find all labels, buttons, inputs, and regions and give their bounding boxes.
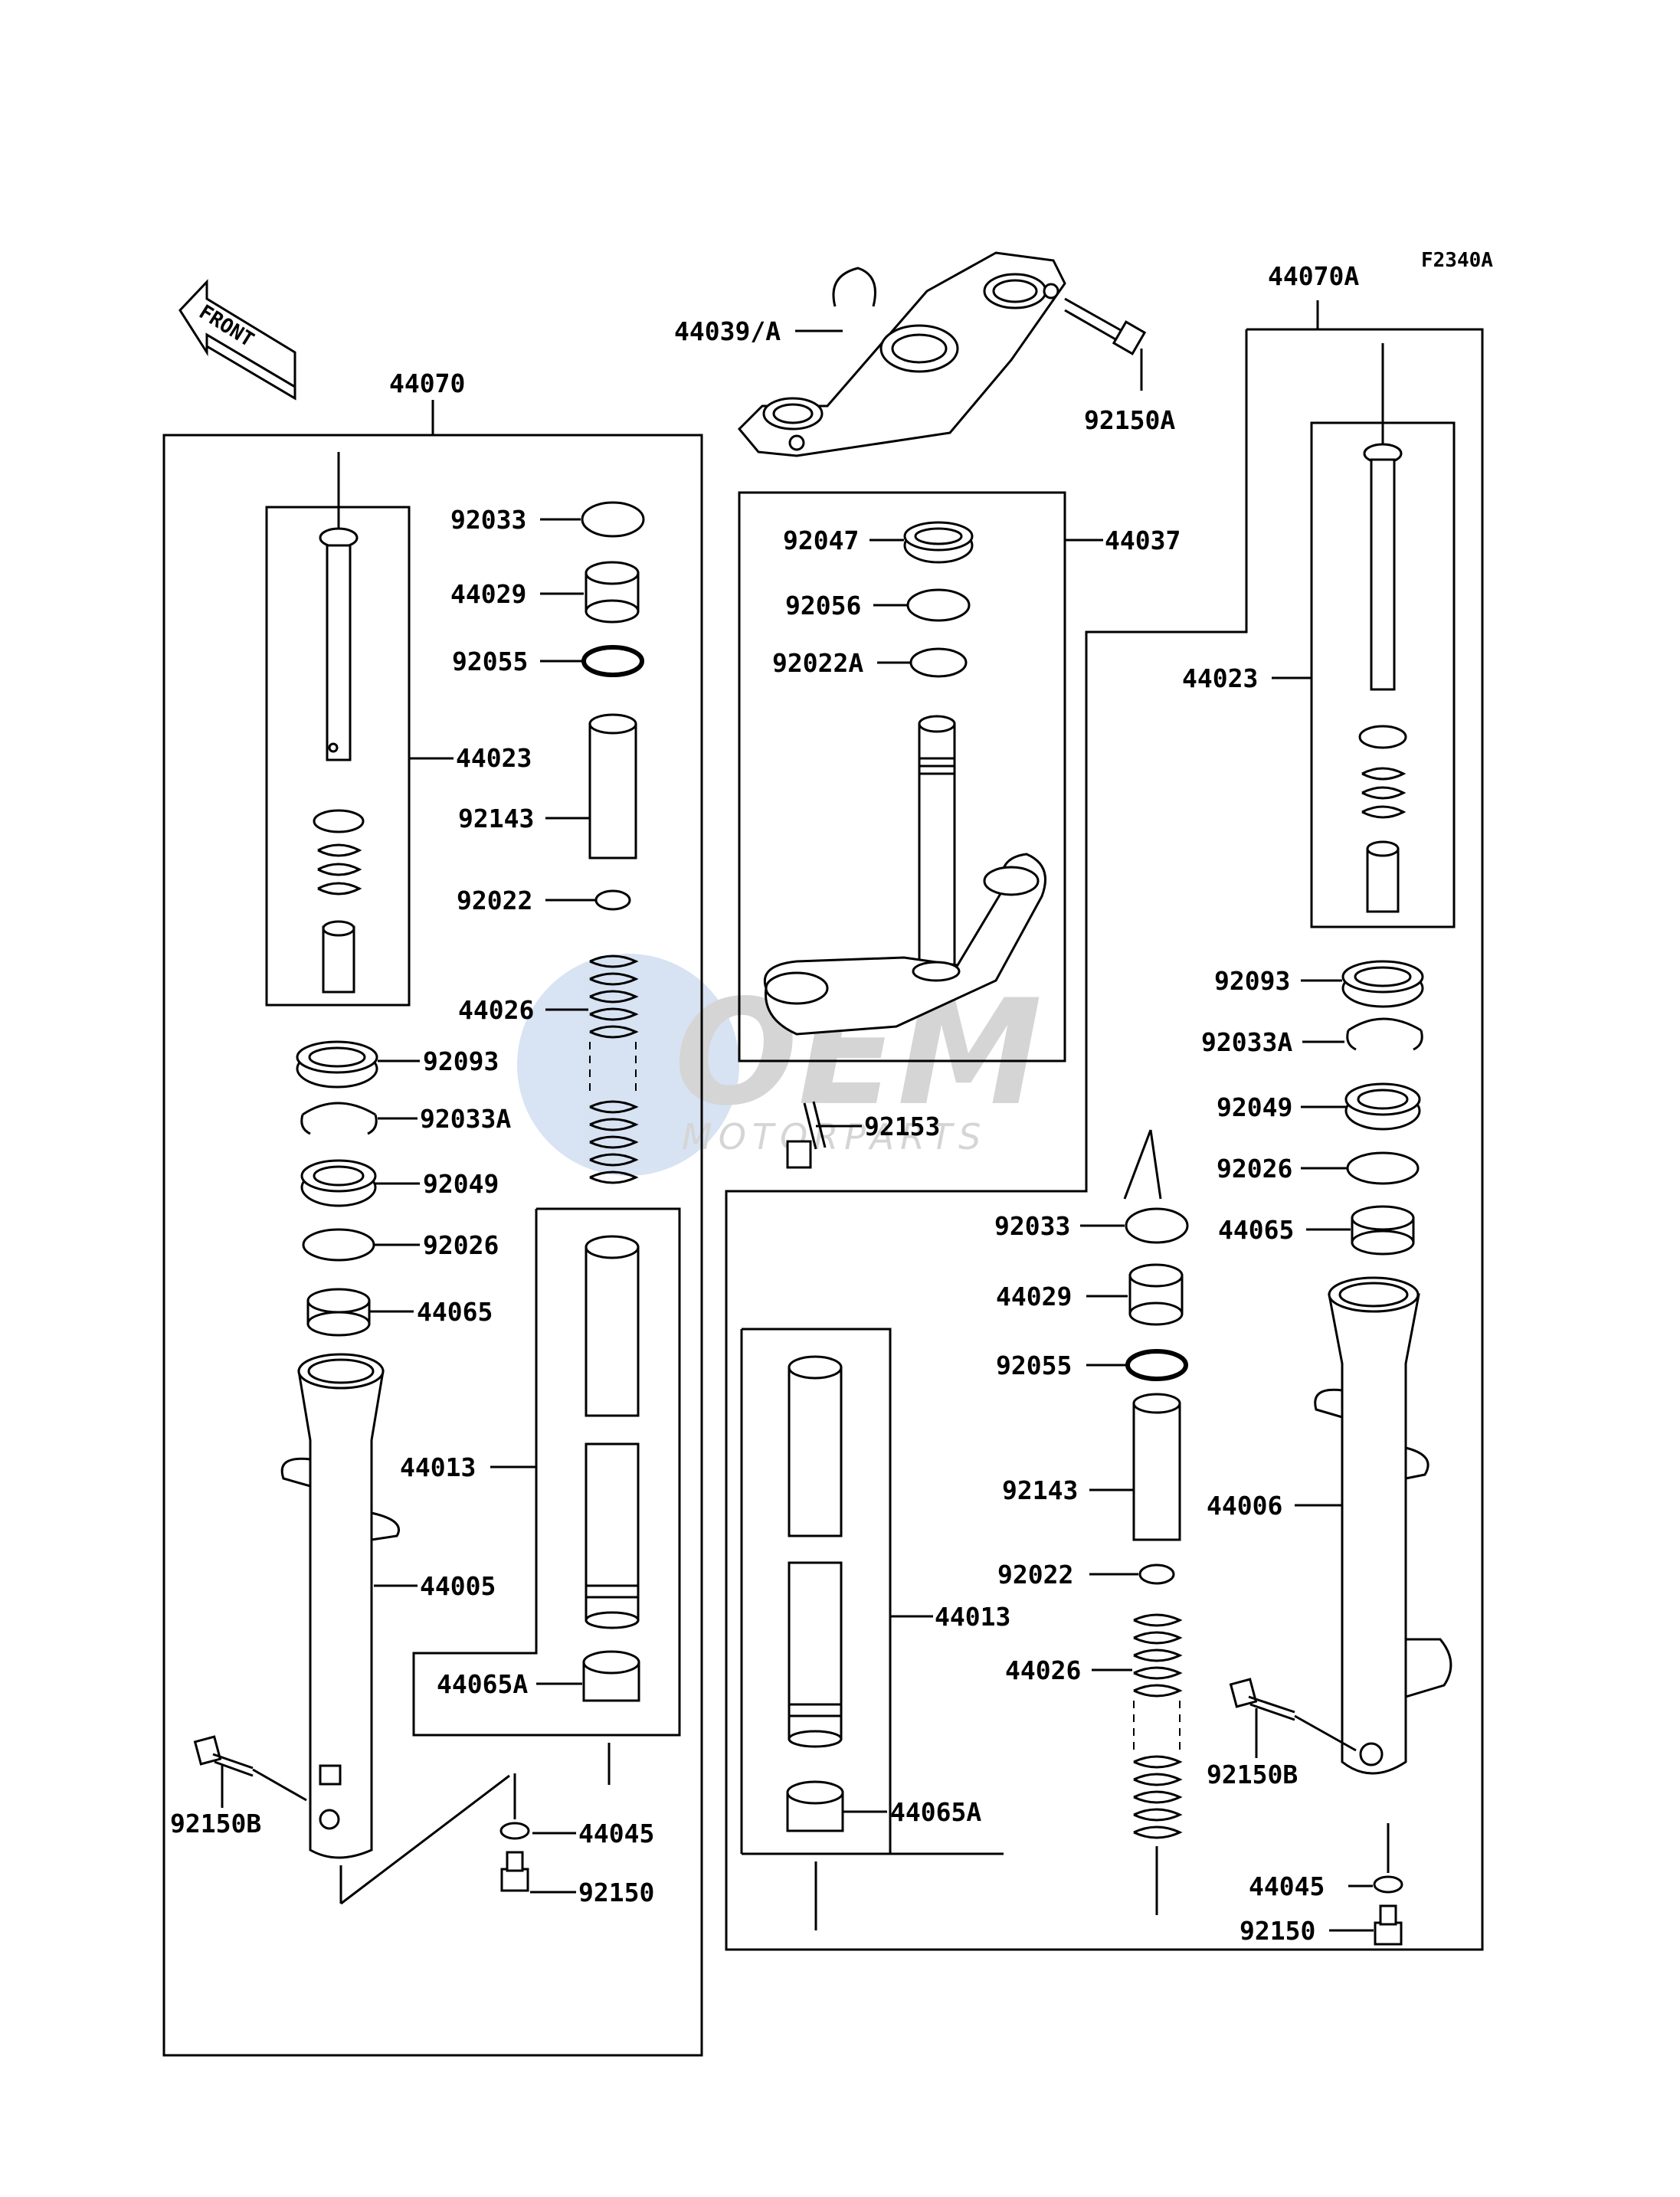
washer-44045-right — [1373, 1875, 1403, 1894]
label-44013-left: 44013 — [400, 1452, 476, 1482]
washer-92022-right — [1138, 1563, 1175, 1585]
label-92047: 92047 — [783, 526, 859, 555]
label-44023-left: 44023 — [456, 743, 532, 773]
label-92150-right: 92150 — [1240, 1916, 1315, 1946]
label-92026-right: 92026 — [1217, 1154, 1292, 1184]
label-92033-right: 92033 — [994, 1211, 1070, 1241]
outer-tube-44005 — [280, 1353, 400, 1859]
guide-bush-44065 — [306, 1288, 371, 1337]
oil-seal-92049-right — [1344, 1082, 1421, 1131]
label-44065-right: 44065 — [1218, 1215, 1294, 1245]
label-92150b-right: 92150B — [1207, 1760, 1298, 1789]
label-92022-right: 92022 — [997, 1560, 1073, 1590]
bearing-92047 — [903, 521, 974, 564]
label-44029-right: 44029 — [996, 1282, 1072, 1311]
washer-92022 — [594, 889, 631, 911]
spring-seat-44029 — [585, 561, 640, 624]
label-44065-left: 44065 — [417, 1297, 493, 1327]
label-92026-left: 92026 — [423, 1230, 499, 1260]
drain-bolt-92150 — [500, 1851, 529, 1892]
label-92056: 92056 — [785, 591, 861, 620]
left-assembly-number: 44070 — [389, 368, 465, 398]
label-92022a: 92022A — [772, 648, 863, 678]
label-44039-a: 44039/A — [674, 316, 781, 346]
top-bracket-44039 — [737, 251, 1066, 457]
oring-92055 — [581, 645, 644, 677]
inner-tube-44013-right — [788, 1355, 843, 1748]
spring-seat-44029-right — [1128, 1263, 1184, 1326]
washer-92026-right — [1346, 1151, 1420, 1185]
bolt-92150b — [193, 1735, 254, 1777]
oil-seal-92049 — [300, 1159, 377, 1207]
label-92049-right: 92049 — [1217, 1092, 1292, 1122]
circlip-92033-right — [1125, 1207, 1189, 1244]
steering-stem-box — [738, 491, 1066, 1062]
washer-44045 — [499, 1822, 530, 1840]
label-44065a-right: 44065A — [890, 1797, 981, 1827]
label-44013-right: 44013 — [935, 1602, 1010, 1632]
label-92153: 92153 — [864, 1112, 940, 1141]
seal-92056 — [906, 588, 971, 622]
washer-92022a — [909, 647, 968, 678]
circlip-92033 — [581, 501, 645, 538]
spacer-92143 — [588, 713, 637, 859]
label-44005: 44005 — [420, 1571, 496, 1601]
label-92150b-left: 92150B — [170, 1809, 261, 1838]
label-92150-left: 92150 — [578, 1878, 654, 1907]
outer-tube-44006 — [1314, 1276, 1452, 1775]
bolt-92150b-right — [1229, 1678, 1295, 1721]
damper-rod — [313, 527, 365, 994]
label-92033-left: 92033 — [450, 505, 526, 535]
label-92049-left: 92049 — [423, 1169, 499, 1199]
right-damper-rod — [1358, 443, 1407, 913]
right-assembly-frame — [725, 328, 1484, 1951]
label-44026-right: 44026 — [1005, 1655, 1081, 1685]
label-92033a-left: 92033A — [420, 1104, 511, 1134]
right-assembly-number: 44070A — [1268, 261, 1359, 291]
label-92150a: 92150A — [1084, 405, 1175, 435]
label-92143-left: 92143 — [458, 804, 534, 833]
inner-tube-44013 — [585, 1235, 640, 1629]
fork-spring-44026-right — [1133, 1613, 1183, 1839]
steering-stem-shaft — [764, 715, 1046, 1036]
fork-spring-44026 — [589, 954, 639, 1184]
clip-92033a-right — [1346, 1017, 1423, 1051]
bush-44065a-right — [786, 1780, 844, 1832]
right-inner-tube-box — [742, 1328, 1004, 1855]
label-92055-right: 92055 — [996, 1351, 1072, 1380]
label-44029-left: 44029 — [450, 579, 526, 609]
label-92143-right: 92143 — [1002, 1475, 1078, 1505]
left-inner-tube-box — [412, 1207, 681, 1737]
front-arrow-icon: FRONT — [178, 279, 296, 401]
label-44065a-left: 44065A — [437, 1669, 528, 1699]
label-44023-right: 44023 — [1182, 663, 1258, 693]
label-44006: 44006 — [1207, 1491, 1282, 1521]
watermark-line2: MOTORPARTS — [682, 1116, 987, 1157]
guide-bush-44065-right — [1351, 1205, 1415, 1256]
bush-44065a — [582, 1650, 640, 1702]
label-92055-left: 92055 — [452, 647, 528, 676]
label-92022-left: 92022 — [457, 886, 532, 915]
oring-92055-right — [1125, 1349, 1188, 1381]
label-92093-left: 92093 — [423, 1046, 499, 1076]
label-44037: 44037 — [1105, 526, 1181, 555]
washer-92026 — [302, 1228, 375, 1262]
label-92033a-right: 92033A — [1201, 1027, 1292, 1057]
bolt-92150a — [1064, 297, 1147, 355]
label-44045-left: 44045 — [578, 1819, 654, 1848]
dust-seal-92093-right — [1341, 960, 1424, 1008]
clip-92033a — [300, 1102, 378, 1135]
bolt-92153 — [786, 1101, 827, 1169]
spacer-92143-right — [1132, 1393, 1181, 1541]
label-92093-right: 92093 — [1214, 966, 1290, 996]
label-44045-right: 44045 — [1249, 1871, 1325, 1901]
dust-seal-92093 — [296, 1040, 378, 1089]
drain-bolt-92150-right — [1374, 1904, 1403, 1946]
label-44026-left: 44026 — [458, 995, 534, 1025]
figure-code: F2340A — [1421, 249, 1493, 272]
